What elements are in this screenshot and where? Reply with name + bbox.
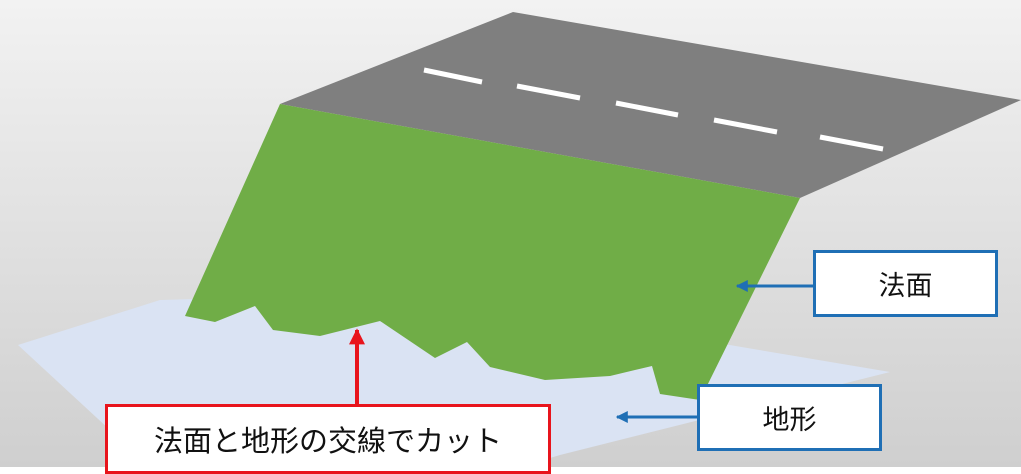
slope-label: 法面 [878,271,933,302]
lane-dash [713,117,778,135]
lane-markings [423,67,884,152]
lane-dash [516,83,581,101]
terrain-label-box: 地形 [697,384,882,451]
slope-face [185,104,800,400]
road-surface [280,12,1021,198]
terrain-label: 地形 [762,405,817,436]
lane-dash [615,100,679,118]
lane-dash [423,67,483,85]
lane-dash [819,134,884,152]
cut-note-box: 法面と地形の交線でカット [105,404,551,474]
slope-label-box: 法面 [813,250,998,317]
cut-note-label: 法面と地形の交線でカット [153,424,502,458]
